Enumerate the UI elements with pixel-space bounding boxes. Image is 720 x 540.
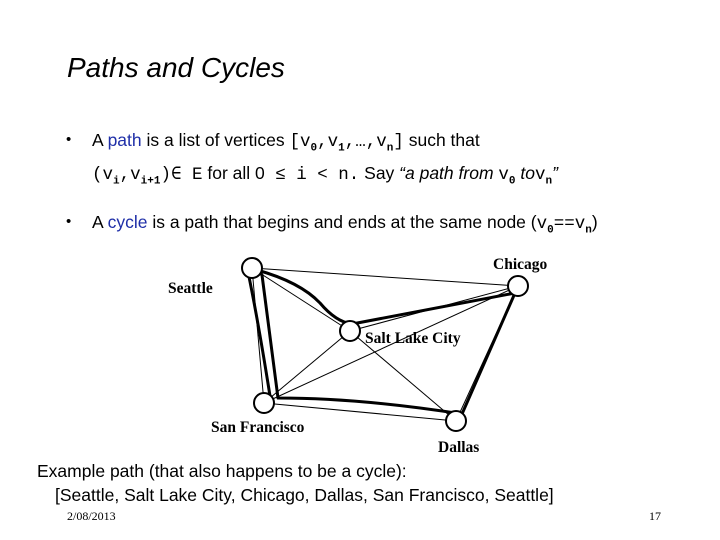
subscript: n: [386, 142, 394, 155]
quote-text: to: [515, 162, 535, 183]
text: ,v: [119, 164, 141, 185]
text: is a path that begins and ends at the sa…: [147, 212, 537, 232]
text: v: [498, 164, 509, 185]
vn: vn: [534, 164, 553, 188]
subscript: n: [545, 175, 553, 187]
subscript: 1: [338, 142, 345, 155]
text: for all: [202, 162, 256, 183]
node-chicago: [507, 275, 529, 297]
text: Say: [359, 162, 400, 183]
text: ==v: [553, 214, 586, 234]
label-slc: Salt Lake City: [365, 330, 461, 347]
subscript: 0: [547, 224, 554, 237]
graph-nodes: [241, 257, 529, 432]
label-sf: San Francisco: [211, 419, 305, 436]
edge-sf-dallas: [263, 402, 457, 422]
quote-text: “a path from: [399, 162, 499, 183]
text: ,…,v: [344, 132, 387, 152]
node-seattle: [241, 257, 263, 279]
vertex-list: [v0,v1,…,vn]: [289, 132, 404, 155]
subscript: i: [113, 175, 120, 187]
label-dallas: Dallas: [438, 439, 479, 456]
subscript: 0: [310, 142, 318, 155]
slide-date: 2/08/2013: [67, 509, 116, 523]
bullet-dot-2: •: [66, 213, 72, 230]
slide-title: Paths and Cycles: [67, 52, 285, 83]
bullet1-line2: (vi,vi+1)∈ E for all 0 ≤ i < n. Say “a p…: [92, 162, 558, 193]
bullet-path-definition: A path is a list of vertices [v0,v1,…,vn…: [92, 129, 558, 192]
text: v: [536, 214, 548, 234]
node-dallas: [445, 410, 467, 432]
edge-seattle-slc: [251, 267, 351, 332]
cycle-condition: v0==vn: [536, 214, 592, 237]
text: A: [92, 212, 108, 232]
edge-seattle-sf: [251, 267, 265, 404]
example-caption: Example path (that also happens to be a …: [37, 461, 407, 481]
keyword-path: path: [107, 130, 142, 150]
label-seattle: Seattle: [168, 280, 213, 297]
text: (v: [92, 164, 114, 185]
text: ,v: [317, 132, 339, 152]
subscript: n: [585, 224, 592, 237]
node-sf: [253, 392, 275, 414]
bullet1-line1: A path is a list of vertices [v0,v1,…,vn…: [92, 129, 558, 160]
edge-seattle-chicago: [251, 267, 519, 287]
text: is a list of vertices: [141, 130, 290, 150]
subscript: 0: [508, 175, 516, 187]
text: A: [92, 130, 108, 150]
bullet-dot-1: •: [66, 131, 72, 148]
node-slc: [339, 320, 361, 342]
edge-sf-chicago: [263, 285, 519, 404]
example-path: [Seattle, Salt Lake City, Chicago, Dalla…: [55, 485, 554, 505]
v0: v0: [498, 164, 516, 188]
text: )∈ E: [160, 164, 203, 185]
text: v: [534, 164, 546, 185]
quote-text: ”: [552, 162, 558, 183]
edge-condition: (vi,vi+1)∈ E: [92, 164, 203, 188]
label-chicago: Chicago: [493, 256, 548, 273]
slide-page-number: 17: [649, 509, 661, 523]
text: [v: [289, 132, 311, 152]
edge-slc-dallas: [349, 330, 457, 422]
subscript: i+1: [140, 175, 161, 187]
text: ]: [393, 132, 404, 152]
text: such that: [403, 130, 480, 150]
bullet-cycle-definition: A cycle is a path that begins and ends a…: [92, 211, 598, 242]
text: 0: [255, 162, 265, 183]
keyword-cycle: cycle: [107, 212, 148, 232]
index-condition: ≤ i < n.: [264, 164, 360, 185]
text: ): [591, 212, 598, 232]
